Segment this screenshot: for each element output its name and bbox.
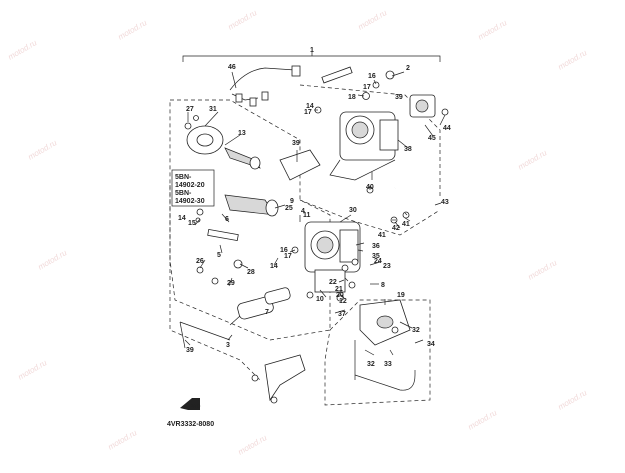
callout-39c: 39 <box>186 347 194 354</box>
callout-43: 43 <box>441 199 449 206</box>
callout-39b: 39 <box>395 94 403 101</box>
callout-41a: 41 <box>378 232 386 239</box>
part-19-float-chamber <box>359 299 411 346</box>
callout-8: 8 <box>381 282 385 289</box>
part-46-wire-harness <box>229 65 301 107</box>
callout-26: 26 <box>196 258 204 265</box>
callout-25: 25 <box>285 205 293 212</box>
callout-17c: 17 <box>284 253 292 260</box>
callout-20: 20 <box>336 292 344 299</box>
callout-13: 13 <box>238 130 246 137</box>
callout-16b: 16 <box>280 247 288 254</box>
watermark: motod.ru <box>527 258 559 282</box>
callout-22: 22 <box>329 279 337 286</box>
part-34-hose <box>354 370 416 391</box>
callout-32b: 32 <box>367 361 375 368</box>
callout-2: 2 <box>406 65 410 72</box>
callout-4: 4 <box>301 208 305 215</box>
watermark: motod.ru <box>7 38 39 62</box>
callout-45: 45 <box>428 135 436 142</box>
callout-17b: 17 <box>304 109 312 116</box>
callouts: 1 2 3 4 5 6 7 8 9 10 11 12 13 14 15 16 1… <box>178 47 451 368</box>
watermark: motod.ru <box>467 408 499 432</box>
callout-23: 23 <box>383 263 391 270</box>
part-39-bracket <box>279 149 321 181</box>
watermark: motod.ru <box>557 388 589 412</box>
callout-1: 1 <box>310 47 314 54</box>
callout-39a: 39 <box>292 140 300 147</box>
callout-14c: 14 <box>178 215 186 222</box>
callout-14: 14 <box>306 103 314 110</box>
callout-21: 21 <box>335 286 343 293</box>
callout-6: 6 <box>225 216 229 223</box>
callout-36: 36 <box>372 243 380 250</box>
watermark: motod.ru <box>557 48 589 72</box>
watermark: motod.ru <box>117 18 149 42</box>
watermark: motod.ru <box>107 428 139 452</box>
callout-7: 7 <box>265 309 269 316</box>
callout-35: 35 <box>372 253 380 260</box>
callout-29: 29 <box>227 280 235 287</box>
callout-11: 11 <box>303 212 311 219</box>
leader-lines <box>184 71 446 356</box>
alt-part-line-4: 14902-30 <box>175 198 205 205</box>
watermark: motod.ru <box>17 358 49 382</box>
watermark: motod.ru <box>37 248 69 272</box>
fwd-arrow-icon: FWD <box>180 398 201 410</box>
alt-part-line-2: 14902-20 <box>175 182 205 189</box>
callout-27: 27 <box>186 106 194 113</box>
callout-38: 38 <box>404 146 412 153</box>
callout-17: 17 <box>363 84 371 91</box>
callout-41b: 41 <box>402 221 410 228</box>
carburetor-body-right <box>321 66 436 181</box>
callout-37: 37 <box>338 311 346 318</box>
alt-part-line-3: 5BN- <box>175 190 192 197</box>
callout-34: 34 <box>427 341 435 348</box>
callout-18: 18 <box>348 94 356 101</box>
callout-14b: 14 <box>270 263 278 270</box>
callout-40: 40 <box>366 184 374 191</box>
callout-19: 19 <box>397 292 405 299</box>
callout-42: 42 <box>392 225 400 232</box>
callout-10: 10 <box>316 296 324 303</box>
callout-3: 3 <box>226 342 230 349</box>
callout-5: 5 <box>217 252 221 259</box>
callout-46: 46 <box>228 64 236 71</box>
illustration-code: 4VR3332-8080 <box>167 421 214 428</box>
alt-part-number-box: 5BN- 14902-20 5BN- 14902-30 <box>171 169 215 207</box>
part-39-rod <box>179 321 231 349</box>
callout-44: 44 <box>443 125 451 132</box>
part-13-group <box>184 115 261 170</box>
watermark: motod.ru <box>237 433 269 457</box>
callout-30: 30 <box>349 207 357 214</box>
watermark: motod.ru <box>517 148 549 172</box>
part-25-plunger <box>207 194 279 242</box>
assembly-bracket <box>182 55 441 62</box>
callout-32a: 32 <box>412 327 420 334</box>
carburetor-body-center <box>304 221 361 293</box>
callout-15: 15 <box>188 220 196 227</box>
callout-31: 31 <box>209 106 217 113</box>
callout-9: 9 <box>290 198 294 205</box>
bottom-bracket <box>264 354 306 402</box>
callout-16: 16 <box>368 73 376 80</box>
watermark: motod.ru <box>357 8 389 32</box>
callout-12: 12 <box>339 298 347 305</box>
callout-33: 33 <box>384 361 392 368</box>
fwd-label: FWD <box>189 404 201 410</box>
watermark: motod.ru <box>227 8 259 32</box>
watermark: motod.ru <box>477 18 509 42</box>
callout-28: 28 <box>247 269 255 276</box>
callout-24: 24 <box>374 258 382 265</box>
part-7-float <box>237 287 291 320</box>
alt-part-line-1: 5BN- <box>175 174 192 181</box>
watermark: motod.ru <box>27 138 59 162</box>
